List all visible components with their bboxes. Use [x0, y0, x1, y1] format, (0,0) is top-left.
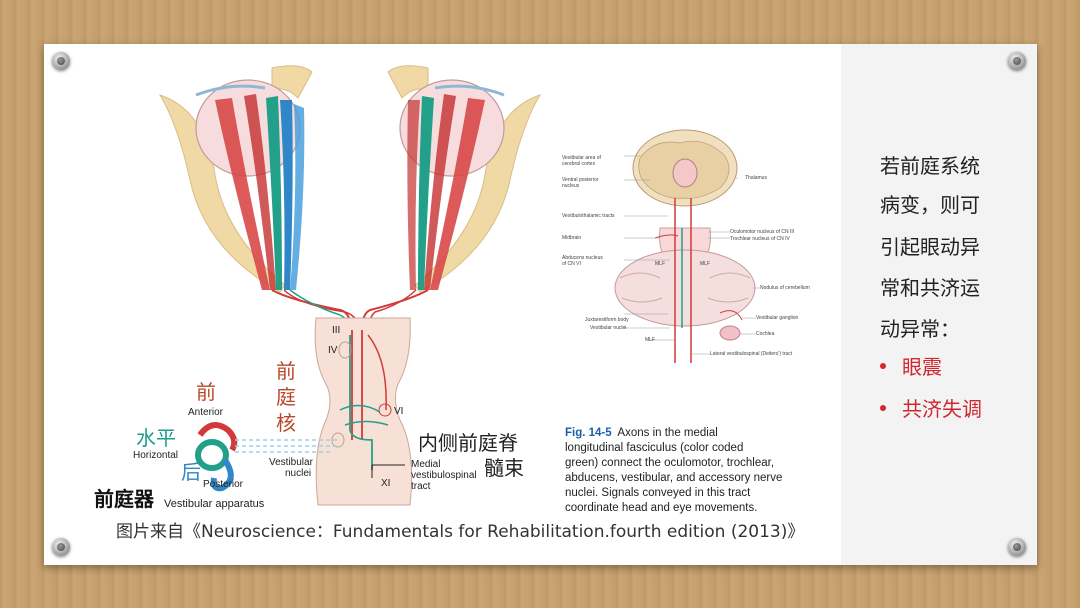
vestibular-apparatus-cn-label: 前庭器: [94, 487, 154, 511]
caption-line: coordinate head and eye movements.: [565, 502, 758, 514]
sidebar-panel: [841, 44, 1037, 565]
mvst-label: Medial: [411, 459, 441, 470]
caption-line: abducens, vestibular, and accessory nerv…: [565, 472, 783, 484]
fig2-label: MLF: [645, 337, 655, 343]
mvst-cn-label: 髓束: [484, 456, 524, 480]
cn-label-vi: VI: [394, 406, 404, 417]
fig2-label: Abducens nucleus: [562, 255, 603, 261]
slide-card: [44, 44, 1037, 565]
horizontal-cn-label: 水平: [136, 426, 176, 450]
caption-line: Axons in the medial: [617, 427, 718, 439]
mvst-cn-label: 内侧前庭脊: [418, 431, 518, 455]
caption-line: longitudinal fasciculus (color coded: [565, 442, 744, 454]
pin-icon: [52, 52, 70, 70]
vestibular-nuclei-label: Vestibular: [269, 457, 313, 468]
fig2-label: Vestibular ganglion: [756, 315, 799, 321]
fig2-label: Juxtarestiform body: [585, 317, 629, 323]
anterior-cn-label: 前: [196, 380, 216, 404]
cn-label-iv: IV: [328, 345, 338, 356]
brain-illustration: [614, 129, 760, 363]
cn-label-xi: XI: [381, 478, 391, 489]
vestibular-apparatus-label: Vestibular apparatus: [164, 498, 265, 510]
fig2-label: Lateral vestibulospinal (Deiters') tract: [710, 351, 793, 357]
fig2-label: Thalamus: [745, 175, 767, 181]
figure-caption: Fig. 14-5 Axons in the medial longitudina…: [565, 426, 810, 516]
sidebar-text-line: 引起眼动异: [880, 235, 980, 259]
sidebar-text-line: 病变，则可: [880, 193, 980, 217]
pin-icon: [52, 538, 70, 556]
fig2-label: Nodulus of cerebellum: [760, 285, 810, 291]
mvst-label: vestibulospinal: [411, 470, 477, 481]
bullet-icon: [880, 362, 886, 369]
caption-line: green) connect the oculomotor, trochlear…: [565, 457, 775, 469]
fig2-label: MLF: [700, 261, 710, 267]
vestibular-nuclei-label: nuclei: [285, 468, 312, 479]
sidebar-text-line: 动异常：: [880, 317, 960, 341]
vestibular-nuclei-cn-label: 前庭核: [276, 359, 296, 435]
horizontal-label: Horizontal: [133, 450, 179, 461]
cn-label-iii: III: [332, 325, 341, 336]
pin-icon: [1008, 52, 1026, 70]
fig2-label: nucleus: [562, 183, 580, 189]
figure-number: Fig. 14-5: [565, 427, 612, 439]
sidebar-text-line: 常和共济运: [880, 276, 980, 300]
fig2-label: Vestibular nuclei: [590, 325, 627, 331]
fig2-label: Vestibular area of: [562, 155, 601, 161]
fig2-label: Vestibulothalamic tracts: [562, 213, 615, 219]
pin-icon: [1008, 538, 1026, 556]
caption-line: nuclei. Signals conveyed in this tract: [565, 487, 751, 499]
fig2-label: Ventral posterior: [562, 177, 599, 183]
source-citation: 图片来自《Neuroscience：Fundamentals for Rehab…: [116, 522, 805, 542]
anterior-label: Anterior: [188, 407, 224, 418]
sidebar-bullet: 眼震: [880, 351, 942, 380]
posterior-label: Posterior: [203, 479, 244, 490]
posterior-cn-label: 后: [181, 460, 201, 484]
sidebar-bullet: 共济失调: [880, 393, 982, 422]
bullet-icon: [880, 404, 886, 411]
fig2-label: Cochlea: [756, 331, 775, 337]
fig2-label: cerebral cortex: [562, 161, 596, 167]
mvst-label: tract: [411, 481, 431, 492]
bullet-text: 共济失调: [902, 397, 982, 421]
fig2-label: Midbrain: [562, 235, 582, 241]
fig2-label: MLF: [655, 261, 665, 267]
bullet-text: 眼震: [902, 355, 942, 379]
fig2-label: Trochlear nucleus of CN IV: [730, 236, 790, 242]
fig2-label: of CN VI: [562, 261, 581, 267]
sidebar-text-line: 若前庭系统: [880, 154, 980, 178]
fig2-label: Oculomotor nucleus of CN III: [730, 229, 795, 235]
